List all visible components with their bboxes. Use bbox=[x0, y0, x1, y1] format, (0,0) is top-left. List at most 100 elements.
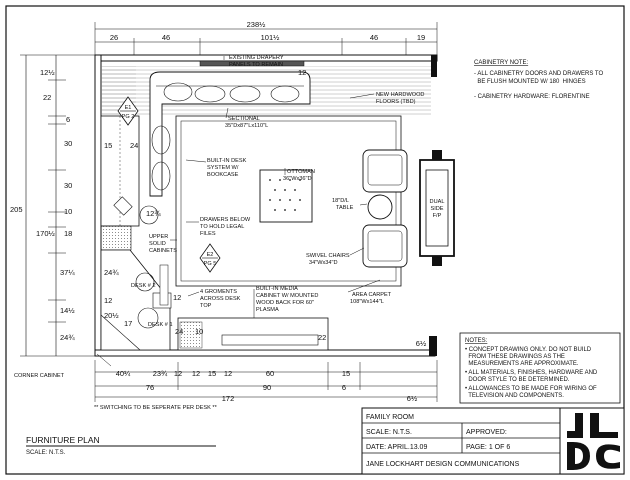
svg-text:E2: E2 bbox=[207, 252, 214, 258]
sheet-border bbox=[5, 5, 625, 475]
svg-text:36"Wx36"D: 36"Wx36"D bbox=[283, 176, 312, 182]
company-logo bbox=[563, 410, 621, 472]
svg-text:12: 12 bbox=[104, 296, 112, 305]
svg-text:CABINETS: CABINETS bbox=[149, 248, 177, 254]
media-cabinet bbox=[177, 317, 329, 351]
svg-text:SYSTEM W/: SYSTEM W/ bbox=[207, 165, 239, 171]
svg-text:• ALL MATERIALS, FINISHES, HAR: • ALL MATERIALS, FINISHES, HARDWARE AND bbox=[465, 370, 598, 376]
svg-text:15: 15 bbox=[342, 369, 350, 378]
dim-left-18: 18 bbox=[64, 229, 72, 238]
cabinetry-note: CABINETRY NOTE: - ALL CABINETRY DOORS AN… bbox=[474, 60, 603, 100]
svg-text:60: 60 bbox=[266, 369, 274, 378]
dim-left-37: 37¼ bbox=[60, 268, 75, 277]
cabinetry-note-title: CABINETRY NOTE: bbox=[474, 60, 528, 66]
dim-left-12-half: 12½ bbox=[40, 68, 55, 77]
svg-text:12: 12 bbox=[298, 68, 306, 77]
svg-text:SOLID: SOLID bbox=[149, 241, 166, 247]
svg-text:F/P: F/P bbox=[433, 213, 442, 219]
walls bbox=[94, 54, 438, 357]
svg-text:FLOORS (TBD): FLOORS (TBD) bbox=[376, 99, 416, 105]
title-scale: SCALE: N.T.S. bbox=[366, 429, 412, 436]
interior-dimensions: 15 24 12¾ 24¾ 12 12 20½ 17 24 10 22 12 bbox=[104, 68, 326, 342]
title-block: FAMILY ROOM SCALE: N.T.S. APPROVED: DATE… bbox=[361, 407, 625, 475]
svg-text:15: 15 bbox=[104, 141, 112, 150]
svg-text:ACROSS DESK: ACROSS DESK bbox=[200, 296, 241, 302]
svg-text:DUAL: DUAL bbox=[430, 199, 445, 205]
svg-text:DRAWERS BELOW: DRAWERS BELOW bbox=[200, 217, 251, 223]
svg-text:MEASUREMENTS ARE APPROXIMATE.: MEASUREMENTS ARE APPROXIMATE. bbox=[465, 361, 579, 367]
svg-text:PG 2: PG 2 bbox=[122, 114, 135, 120]
svg-text:PANELS TO REMAIN: PANELS TO REMAIN bbox=[229, 62, 283, 68]
notes-title: NOTES: bbox=[465, 338, 488, 344]
svg-text:DOOR STYLE TO BE DETERMINED.: DOOR STYLE TO BE DETERMINED. bbox=[465, 377, 570, 383]
svg-text:12: 12 bbox=[192, 369, 200, 378]
plan-scale: SCALE: N.T.S. bbox=[26, 450, 66, 456]
dim-left-6: 6 bbox=[66, 115, 70, 124]
svg-text:DESK # 1: DESK # 1 bbox=[148, 322, 173, 328]
svg-text:40¼: 40¼ bbox=[116, 369, 131, 378]
svg-text:23¾: 23¾ bbox=[153, 369, 168, 378]
svg-text:• CONCEPT DRAWING ONLY. DO NO: • CONCEPT DRAWING ONLY. DO NOT BUILD bbox=[465, 347, 592, 353]
svg-text:6½: 6½ bbox=[416, 339, 427, 348]
svg-text:WOOD BACK FOR 60": WOOD BACK FOR 60" bbox=[256, 300, 314, 306]
svg-text:24: 24 bbox=[175, 327, 183, 336]
svg-text:CORNER CABINET: CORNER CABINET bbox=[14, 373, 65, 379]
dim-top-46b: 46 bbox=[370, 33, 378, 42]
elevation-marker-e2: E2 PG 5 bbox=[199, 243, 221, 273]
dim-left-170: 170½ bbox=[36, 229, 56, 238]
svg-text:PLASMA: PLASMA bbox=[256, 307, 279, 313]
leader-lines bbox=[96, 56, 381, 367]
svg-text:34"Wx34"D: 34"Wx34"D bbox=[309, 260, 338, 266]
svg-text:10: 10 bbox=[195, 327, 203, 336]
side-table bbox=[367, 194, 393, 220]
elevation-marker-e1: E1 PG 2 bbox=[117, 96, 139, 126]
swivel-chairs bbox=[362, 149, 408, 268]
svg-text:FROM THESE DRAWINGS AS THE: FROM THESE DRAWINGS AS THE bbox=[465, 354, 565, 360]
svg-text:22: 22 bbox=[318, 333, 326, 342]
svg-text:12: 12 bbox=[224, 369, 232, 378]
svg-text:15: 15 bbox=[208, 369, 216, 378]
svg-text:BOOKCASE: BOOKCASE bbox=[207, 172, 239, 178]
title-room: FAMILY ROOM bbox=[366, 414, 414, 421]
svg-text:6½: 6½ bbox=[407, 394, 418, 403]
svg-text:FILES: FILES bbox=[200, 231, 216, 237]
svg-text:SECTIONAL: SECTIONAL bbox=[228, 116, 260, 122]
dim-top-overall: 238½ bbox=[247, 20, 267, 29]
svg-text:76: 76 bbox=[146, 383, 154, 392]
dim-left-10: 10 bbox=[64, 207, 72, 216]
svg-text:TO HOLD LEGAL: TO HOLD LEGAL bbox=[200, 224, 244, 230]
svg-text:EXISTING DRAPERY: EXISTING DRAPERY bbox=[229, 55, 284, 61]
svg-text:35"Dx87"Lx110"L: 35"Dx87"Lx110"L bbox=[225, 123, 268, 129]
svg-text:6: 6 bbox=[342, 383, 346, 392]
svg-text:12: 12 bbox=[173, 293, 181, 302]
svg-text:20½: 20½ bbox=[104, 311, 119, 320]
svg-text:17: 17 bbox=[124, 319, 132, 328]
svg-text:24: 24 bbox=[130, 141, 138, 150]
bottom-dimensions: 40¼ 23¾ 12 12 15 12 60 15 76 90 6 172 6½… bbox=[94, 339, 438, 411]
svg-text:PG 5: PG 5 bbox=[204, 261, 217, 267]
svg-text:CABINET W/ MOUNTED: CABINET W/ MOUNTED bbox=[256, 293, 318, 299]
svg-text:TELEVISION AND COMPONENTS.: TELEVISION AND COMPONENTS. bbox=[465, 393, 564, 399]
ottoman-tufting bbox=[269, 179, 301, 211]
dim-top-101: 101½ bbox=[261, 33, 281, 42]
dim-left-30a: 30 bbox=[64, 139, 72, 148]
dim-left-22: 22 bbox=[43, 93, 51, 102]
sectional-sofa bbox=[149, 71, 311, 197]
dim-left-14: 14½ bbox=[60, 306, 75, 315]
svg-text:172: 172 bbox=[222, 394, 235, 403]
svg-text:18"D/L: 18"D/L bbox=[332, 198, 349, 204]
plan-title: FURNITURE PLAN bbox=[26, 435, 100, 445]
svg-text:12¾: 12¾ bbox=[146, 209, 161, 218]
svg-text:AREA CARPET: AREA CARPET bbox=[352, 292, 392, 298]
svg-text:90: 90 bbox=[263, 383, 271, 392]
svg-text:** SWITCHING TO BE SEPERATE PE: ** SWITCHING TO BE SEPERATE PER DESK ** bbox=[94, 405, 218, 411]
dim-left-205: 205 bbox=[10, 205, 23, 214]
svg-text:12: 12 bbox=[174, 369, 182, 378]
svg-text:SIDE: SIDE bbox=[430, 206, 443, 212]
svg-text:NEW HARDWOOD: NEW HARDWOOD bbox=[376, 92, 424, 98]
svg-text:DESK # 2: DESK # 2 bbox=[131, 283, 156, 289]
svg-text:OTTOMAN: OTTOMAN bbox=[287, 169, 315, 175]
notes-box: NOTES: • CONCEPT DRAWING ONLY. DO NOT BU… bbox=[459, 332, 621, 404]
svg-text:108"Wx144"L: 108"Wx144"L bbox=[350, 299, 384, 305]
